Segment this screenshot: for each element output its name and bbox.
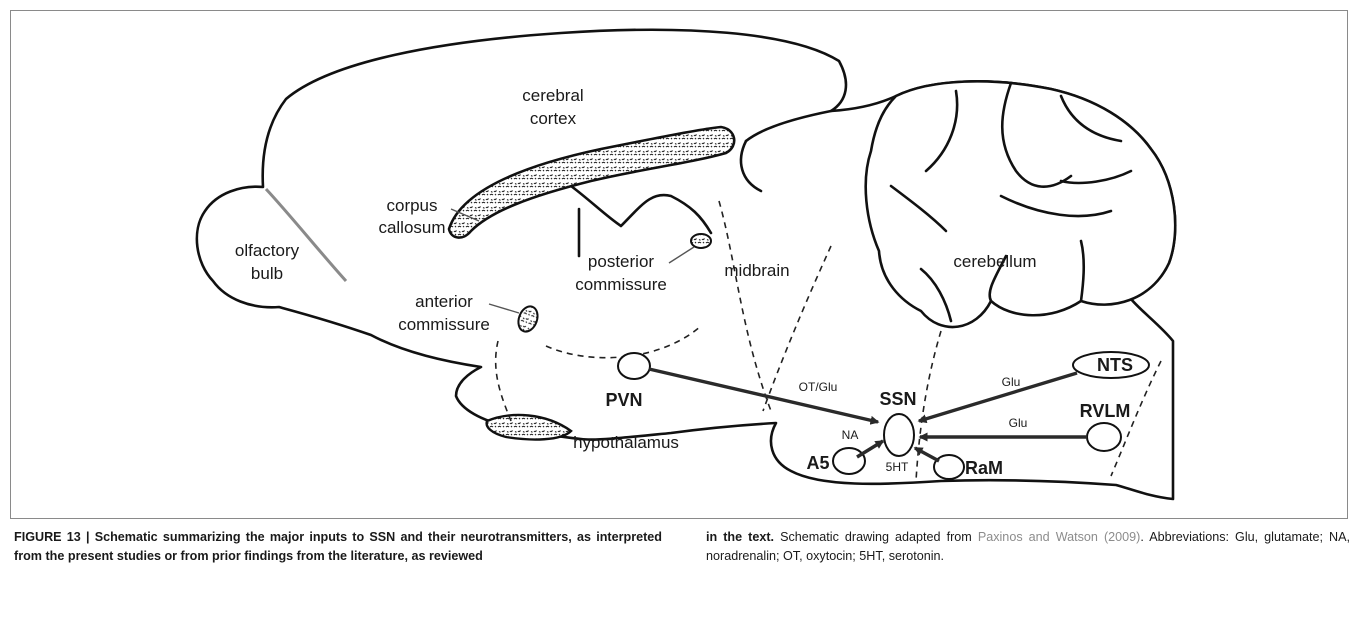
transmitter-rvlm: Glu bbox=[1009, 416, 1028, 430]
label-cerebellum: cerebellum bbox=[953, 252, 1036, 271]
label-rvlm: RVLM bbox=[1080, 401, 1131, 421]
caption-right-bold: in the text. bbox=[706, 530, 774, 544]
caption-left-text: FIGURE 13 | Schematic summarizing the ma… bbox=[14, 530, 662, 563]
label-anterior-commissure-1: anterior bbox=[415, 292, 473, 311]
label-corpus-callosum-1: corpus bbox=[386, 196, 437, 215]
label-posterior-commissure-1: posterior bbox=[588, 252, 654, 271]
figure-caption-left: FIGURE 13 | Schematic summarizing the ma… bbox=[14, 528, 662, 565]
transmitter-pvn: OT/Glu bbox=[799, 380, 838, 394]
figure-caption-right: in the text. Schematic drawing adapted f… bbox=[706, 528, 1350, 565]
figure-frame: cerebral cortex corpus callosum olfactor… bbox=[10, 10, 1348, 519]
label-hypothalamus: hypothalamus bbox=[573, 433, 679, 452]
label-posterior-commissure-2: commissure bbox=[575, 275, 667, 294]
label-olfactory-bulb-2: bulb bbox=[251, 264, 283, 283]
posterior-commissure-ellipse bbox=[691, 234, 711, 248]
label-olfactory-bulb-1: olfactory bbox=[235, 241, 300, 260]
label-nts: NTS bbox=[1097, 355, 1133, 375]
label-ssn: SSN bbox=[879, 389, 916, 409]
caption-right-pre-ref: Schematic drawing adapted from bbox=[774, 530, 978, 544]
label-cerebral-cortex-1: cerebral bbox=[522, 86, 583, 105]
transmitter-a5: NA bbox=[842, 428, 859, 442]
label-cerebral-cortex-2: cortex bbox=[530, 109, 577, 128]
label-a5: A5 bbox=[806, 453, 829, 473]
ram-nucleus bbox=[934, 455, 964, 479]
label-ram: RaM bbox=[965, 458, 1003, 478]
label-pvn: PVN bbox=[605, 390, 642, 410]
ssn-nucleus bbox=[884, 414, 914, 456]
pvn-nucleus bbox=[618, 353, 650, 379]
transmitter-nts: Glu bbox=[1002, 375, 1021, 389]
caption-reference-link[interactable]: Paxinos and Watson (2009) bbox=[978, 530, 1141, 544]
label-anterior-commissure-2: commissure bbox=[398, 315, 490, 334]
transmitter-ram: 5HT bbox=[886, 460, 909, 474]
rvlm-nucleus bbox=[1087, 423, 1121, 451]
label-corpus-callosum-2: callosum bbox=[378, 218, 445, 237]
label-midbrain: midbrain bbox=[724, 261, 789, 280]
a5-nucleus bbox=[833, 448, 865, 474]
brain-schematic: cerebral cortex corpus callosum olfactor… bbox=[11, 11, 1349, 520]
